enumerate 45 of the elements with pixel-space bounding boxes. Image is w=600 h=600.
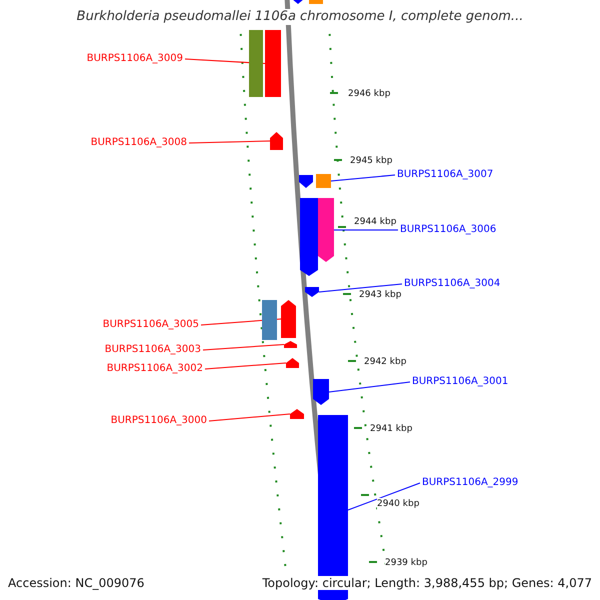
scale-label: 2946 kbp bbox=[348, 88, 390, 100]
leader-line bbox=[202, 344, 284, 350]
leader-line bbox=[208, 414, 290, 422]
gene-bar bbox=[262, 300, 277, 340]
gene-label: BURPS1106A_2999 bbox=[422, 477, 518, 489]
scale-label: 2945 kbp bbox=[350, 155, 392, 167]
gene-bar bbox=[309, 0, 323, 4]
leader-line bbox=[328, 382, 410, 392]
leader-line bbox=[318, 284, 402, 292]
gene-bar bbox=[318, 198, 334, 262]
gene-bar bbox=[270, 132, 283, 150]
gene-bar bbox=[300, 198, 318, 276]
gene-bar bbox=[265, 30, 281, 97]
gene-bar bbox=[299, 175, 313, 188]
footer-text: Topology: circular; Length: 3,988,455 bp; Genes: 4,077 bbox=[262, 576, 592, 590]
gene-bar bbox=[284, 341, 297, 348]
leader-line bbox=[330, 174, 396, 182]
gene-bar bbox=[281, 300, 296, 338]
scale-label: 2942 kbp bbox=[364, 356, 406, 368]
scale-label: 2941 kbp bbox=[370, 423, 412, 435]
gene-bar bbox=[313, 379, 329, 405]
gene-label: BURPS1106A_3008 bbox=[90, 137, 187, 149]
gene-bar bbox=[305, 287, 319, 297]
leader-line bbox=[204, 362, 286, 370]
gene-bar bbox=[316, 174, 331, 188]
gene-label: BURPS1106A_3009 bbox=[86, 53, 183, 65]
scale-label: 2939 kbp bbox=[385, 557, 428, 569]
gene-bar bbox=[249, 30, 263, 97]
gene-label: BURPS1106A_3002 bbox=[106, 363, 203, 375]
leader-line bbox=[348, 482, 420, 510]
gene-bar bbox=[290, 409, 304, 419]
footer-text: Accession: NC_009076 bbox=[8, 576, 144, 590]
scale-label: 2943 kbp bbox=[359, 289, 402, 301]
scale-label: 2944 kbp bbox=[354, 216, 396, 228]
gene-bar bbox=[286, 358, 299, 368]
gene-label: BURPS1106A_3007 bbox=[397, 169, 494, 181]
gene-label: BURPS1106A_3000 bbox=[110, 415, 207, 427]
gene-label: BURPS1106A_3005 bbox=[102, 319, 199, 331]
gene-label: BURPS1106A_3001 bbox=[412, 376, 508, 388]
leader-line bbox=[188, 140, 270, 144]
gene-label: BURPS1106A_3006 bbox=[400, 224, 496, 236]
gene-bar bbox=[292, 0, 304, 4]
gene-label: BURPS1106A_3003 bbox=[104, 344, 201, 356]
gene-label: BURPS1106A_3004 bbox=[404, 278, 500, 290]
scale-label: 2940 kbp bbox=[377, 498, 420, 510]
